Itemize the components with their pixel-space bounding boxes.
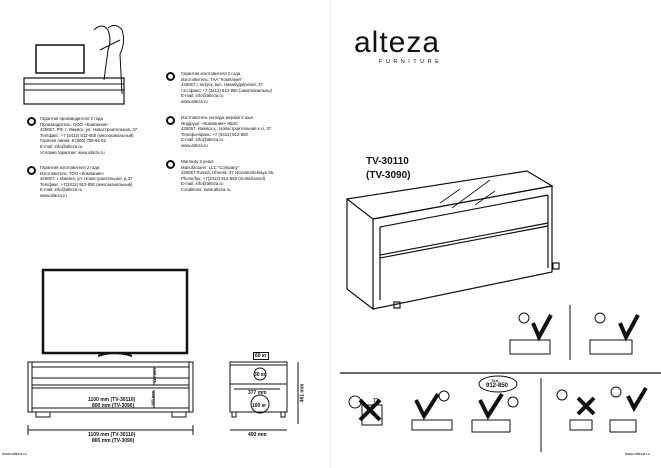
- footer-url-right: www.alteza.ru: [625, 451, 650, 456]
- phone-bubble-label: Тел.: [491, 378, 500, 383]
- load-top-label: 60 кг: [253, 352, 269, 360]
- flag-icon: [27, 166, 36, 175]
- tool-badge: 71: [373, 398, 379, 404]
- flag-icon: [27, 117, 36, 126]
- flag-icon: [166, 72, 175, 81]
- total-width-label: 1109 mm (TV-30110): [88, 432, 136, 438]
- front-view-drawing: [27, 361, 194, 435]
- shelf-gap-label: 110 mm: [151, 368, 157, 383]
- inner-depth-label: 377 mm: [248, 390, 267, 396]
- brand-tagline: FURNITURE: [379, 59, 443, 65]
- model-title: TV-30110 (TV-3090): [366, 155, 410, 183]
- flag-icon: [166, 116, 175, 125]
- cabinet-perspective-drawing: [346, 170, 560, 311]
- tv-front-illustration: [41, 268, 189, 357]
- brand-logo: alteza: [354, 26, 441, 59]
- load-mid-label: 30 кг: [254, 372, 266, 378]
- flag-icon: [166, 160, 175, 169]
- footer-url-left: www.alteza.ru: [2, 451, 27, 456]
- model-number: TV-30110: [366, 156, 409, 167]
- side-view-drawing: [229, 361, 299, 431]
- height-label: 461 mm: [299, 383, 306, 403]
- inner-width-alt-label: 800 mm (TV-3090): [92, 403, 135, 409]
- two-person-assembly-icons: [340, 305, 661, 452]
- lower-gap-label: 185 mm: [149, 391, 155, 406]
- depth-label: 400 mm: [248, 432, 267, 438]
- tv-family-illustration: [23, 24, 125, 105]
- phone-bubble-number: 912-850: [486, 383, 509, 389]
- inner-width-label: 1100 mm (TV-30110): [88, 397, 136, 403]
- total-width-alt-label: 865 mm (TV-3090): [92, 438, 135, 444]
- assembly-tips-icons: [348, 375, 648, 433]
- model-number-alt: (TV-3090): [366, 170, 411, 181]
- load-bottom-label: 100 кг: [252, 403, 267, 409]
